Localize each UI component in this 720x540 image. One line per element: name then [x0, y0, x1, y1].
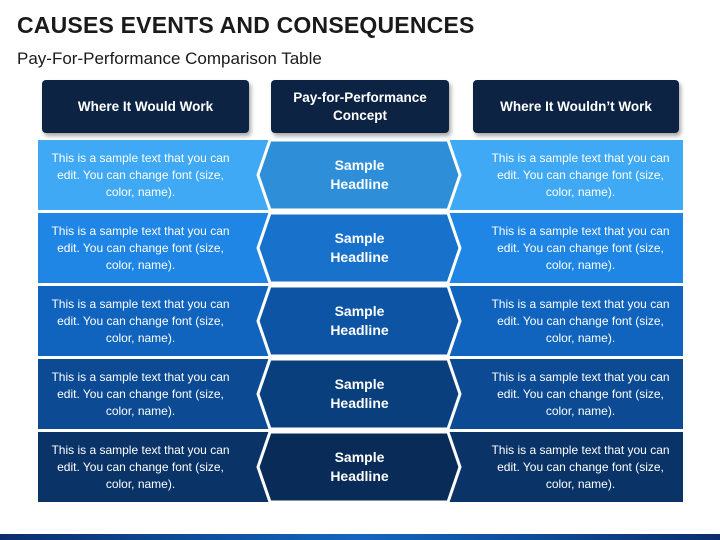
row-headline: Sample Headline — [330, 303, 389, 338]
row-left-band — [38, 359, 270, 429]
table-row: This is a sample text that you can edit.… — [38, 359, 683, 429]
row-left-text: This is a sample text that you can edit.… — [51, 150, 230, 199]
row-center-hexagon — [256, 140, 462, 210]
row-shape — [38, 213, 683, 283]
row-right-band — [448, 286, 683, 356]
row-left-band — [38, 432, 270, 502]
row-right-band — [448, 140, 683, 210]
row-left-text: This is a sample text that you can edit.… — [51, 296, 230, 345]
page-subtitle: Pay-For-Performance Comparison Table — [17, 49, 322, 68]
row-right-band — [448, 359, 683, 429]
row-right-band — [448, 213, 683, 283]
row-left-text: This is a sample text that you can edit.… — [51, 223, 230, 272]
row-left-text: This is a sample text that you can edit.… — [51, 369, 230, 418]
row-right-text: This is a sample text that you can edit.… — [491, 150, 670, 199]
row-left-band — [38, 213, 270, 283]
row-center-hexagon — [256, 286, 462, 356]
header-middle-label: Pay-for-Performance Concept — [293, 89, 427, 123]
row-headline: Sample Headline — [330, 157, 389, 192]
row-right-text: This is a sample text that you can edit.… — [491, 442, 670, 491]
table-row: This is a sample text that you can edit.… — [38, 213, 683, 283]
table-row: This is a sample text that you can edit.… — [38, 432, 683, 502]
row-center-hexagon — [256, 359, 462, 429]
row-right-text: This is a sample text that you can edit.… — [491, 296, 670, 345]
row-shape — [38, 140, 683, 210]
header-where-it-wouldnt-work: Where It Wouldn’t Work — [473, 80, 679, 133]
row-center-hexagon — [256, 213, 462, 283]
row-right-text: This is a sample text that you can edit.… — [491, 223, 670, 272]
page-title: CAUSES EVENTS AND CONSEQUENCES — [17, 12, 475, 38]
table-row: This is a sample text that you can edit.… — [38, 286, 683, 356]
row-shape — [38, 359, 683, 429]
row-right-text: This is a sample text that you can edit.… — [491, 369, 670, 418]
row-headline: Sample Headline — [330, 449, 389, 484]
header-right-label: Where It Wouldn’t Work — [500, 98, 652, 114]
header-where-it-would-work: Where It Would Work — [42, 80, 249, 133]
row-left-text: This is a sample text that you can edit.… — [51, 442, 230, 491]
table-row: This is a sample text that you can edit.… — [38, 140, 683, 210]
row-center-hexagon — [256, 432, 462, 502]
row-shape — [38, 286, 683, 356]
row-left-band — [38, 140, 270, 210]
header-left-label: Where It Would Work — [77, 98, 214, 114]
row-left-band — [38, 286, 270, 356]
row-headline: Sample Headline — [330, 376, 389, 411]
bottom-accent-bar — [0, 534, 720, 540]
row-right-band — [448, 432, 683, 502]
row-headline: Sample Headline — [330, 230, 389, 265]
row-shape — [38, 432, 683, 502]
header-pay-for-performance-concept: Pay-for-Performance Concept — [271, 80, 449, 133]
